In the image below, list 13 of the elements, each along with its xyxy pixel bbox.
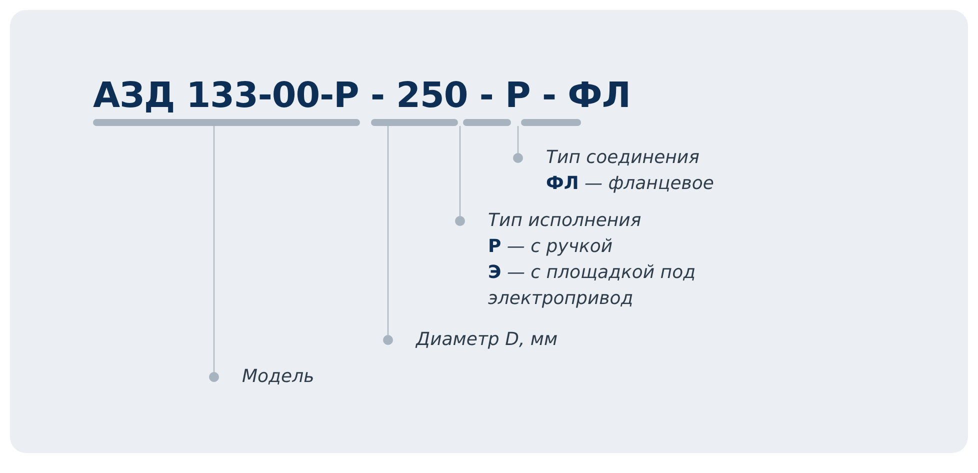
code-description: Диаметр D, мм [388, 327, 558, 353]
leader-line [513, 126, 523, 163]
leader-line [209, 126, 219, 382]
code-description: Тип исполнения Р — с ручкой Э — с площадкой под электропривод [460, 208, 718, 312]
leader-line [455, 126, 465, 226]
underline-bar [521, 119, 581, 126]
leader-line [383, 126, 393, 345]
underline-bar [93, 119, 360, 126]
model-code-heading: АЗД 133-00-Р - 250 - Р - ФЛ [93, 76, 630, 116]
code-description: Тип соединения ФЛ — фланцевое [518, 145, 714, 197]
code-description: Модель [214, 364, 314, 390]
underline-bar [371, 119, 458, 126]
underline-bar [463, 119, 511, 126]
